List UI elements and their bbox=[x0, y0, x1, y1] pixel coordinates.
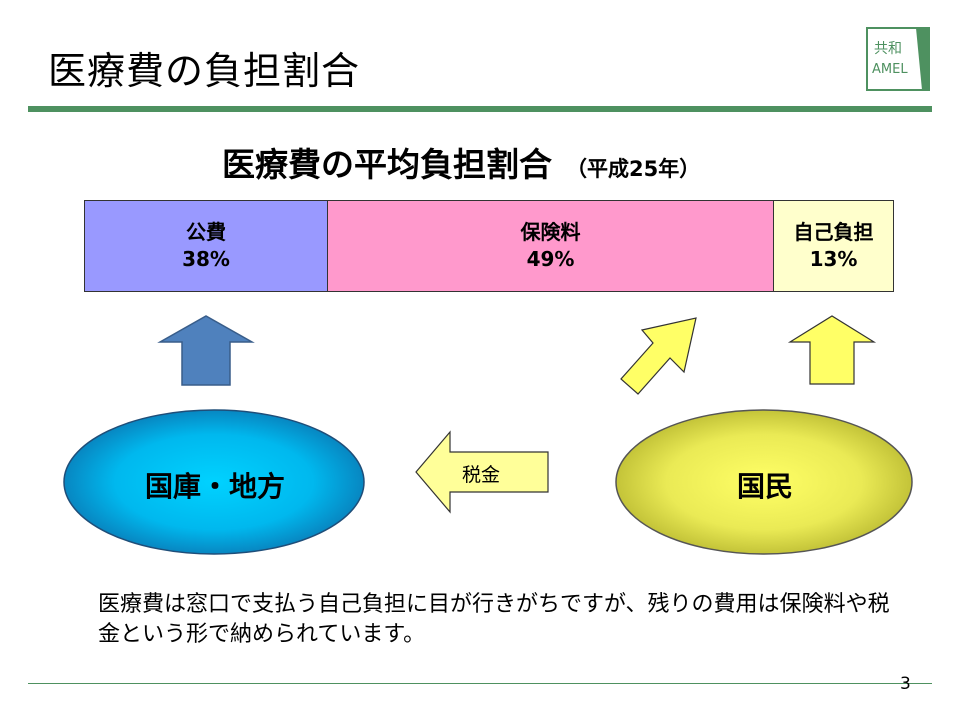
government-label: 国庫・地方 bbox=[144, 470, 285, 503]
logo-line1: 共和 bbox=[874, 41, 902, 57]
page-title: 医療費の負担割合 bbox=[48, 49, 361, 93]
diagram-heading: 医療費の平均負担割合 （平成25年） bbox=[222, 138, 700, 186]
segment-insurance-label: 保険料 bbox=[520, 220, 581, 244]
diagram-heading-note: （平成25年） bbox=[566, 157, 701, 181]
tax-label: 税金 bbox=[462, 464, 501, 486]
arrow-up-self-pay bbox=[787, 315, 877, 385]
amel-logo: 共和 AMEL bbox=[866, 27, 930, 91]
citizens-ellipse bbox=[615, 409, 913, 555]
segment-public-value: 38% bbox=[182, 247, 230, 271]
diagram-heading-text: 医療費の平均負担割合 bbox=[222, 145, 552, 184]
logo-line2: AMEL bbox=[872, 62, 908, 77]
arrow-up-government bbox=[157, 315, 255, 386]
arrow-left-tax bbox=[415, 430, 549, 514]
segment-insurance-value: 49% bbox=[526, 247, 575, 271]
segment-self-pay: 自己負担 13% bbox=[773, 200, 894, 292]
footer-divider bbox=[28, 683, 932, 684]
title-divider bbox=[28, 106, 932, 112]
citizens-label: 国民 bbox=[736, 470, 793, 503]
explanation-text: 医療費は窓口で支払う自己負担に目が行きがちですが、残りの費用は保険料や税金という… bbox=[98, 592, 890, 647]
segment-self-pay-value: 13% bbox=[809, 247, 858, 271]
government-ellipse bbox=[63, 409, 365, 555]
page-number: 3 bbox=[900, 674, 911, 694]
segment-public-label: 公費 bbox=[186, 220, 226, 244]
arrow-diagonal-insurance bbox=[620, 317, 697, 395]
segment-insurance: 保険料 49% bbox=[327, 200, 774, 292]
segment-self-pay-label: 自己負担 bbox=[793, 220, 874, 244]
